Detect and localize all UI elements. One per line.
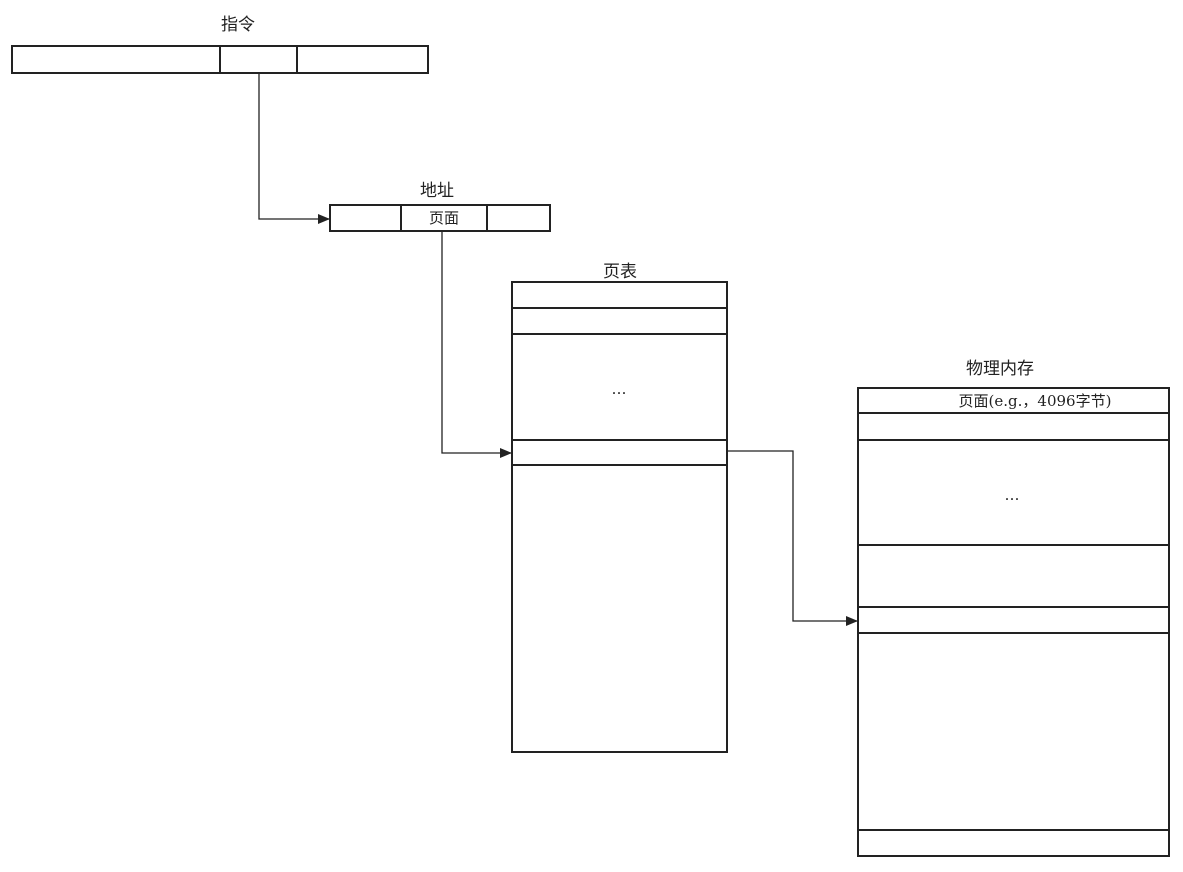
address-box — [329, 204, 551, 232]
arrow-instruction-to-address — [258, 73, 330, 224]
physical-memory-box — [857, 387, 1170, 857]
page-table-ellipsis: … — [611, 380, 627, 398]
address-page-field: 页面 — [428, 209, 460, 227]
address-label: 地址 — [420, 181, 454, 201]
physical-memory-page-row: 页面(e.g.，4096字节) — [958, 392, 1112, 410]
physical-memory-ellipsis: … — [1004, 486, 1020, 504]
arrow-address-to-page-table — [441, 231, 512, 458]
page-table-box — [511, 281, 728, 753]
arrow-page-table-to-memory — [727, 450, 858, 626]
instruction-box — [11, 45, 429, 74]
physical-memory-label: 物理内存 — [966, 359, 1034, 379]
instruction-label: 指令 — [221, 15, 255, 35]
page-table-label: 页表 — [603, 262, 637, 282]
